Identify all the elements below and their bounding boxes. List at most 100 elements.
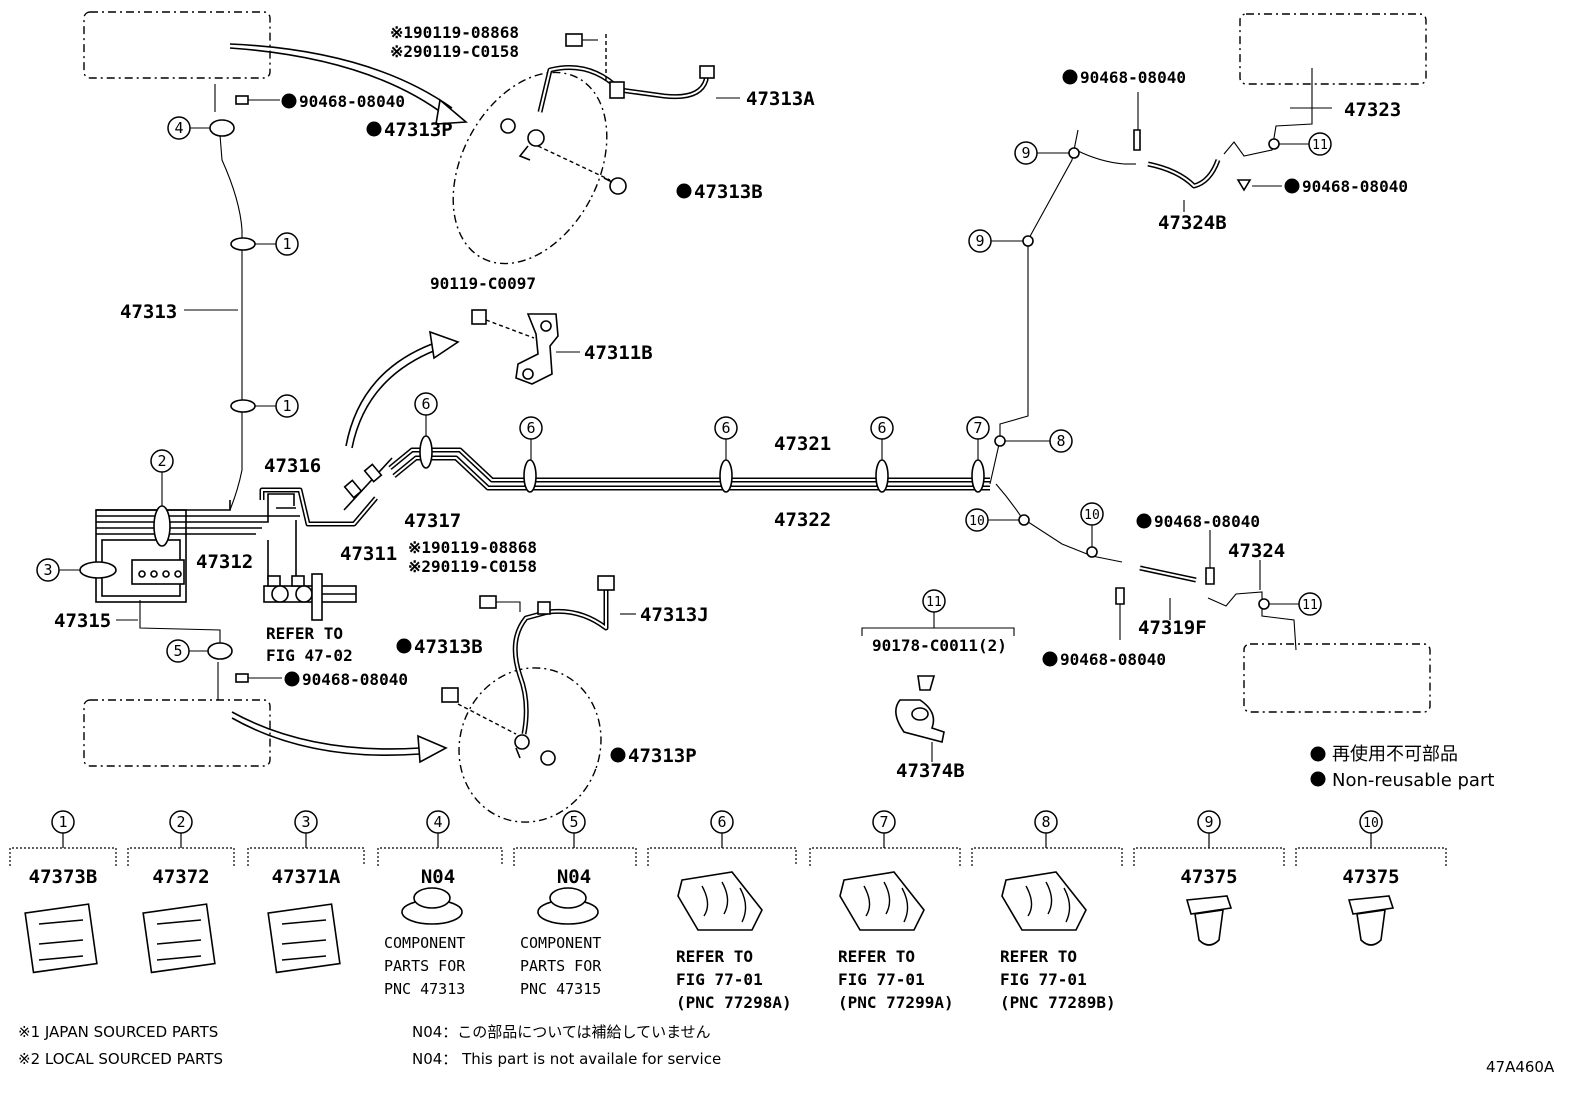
callout-6: 6 — [714, 416, 738, 440]
svg-text:6: 6 — [421, 395, 430, 413]
footnotes: ※1 JAPAN SOURCED PARTS ※2 LOCAL SOURCED … — [18, 1023, 1555, 1076]
label-47316: 47316 — [264, 455, 321, 477]
bracket-90178 — [861, 612, 1015, 636]
label-90178: 90178-C0011(2) — [872, 636, 1007, 655]
figure-code: 47A460A — [1486, 1058, 1555, 1076]
label-fig-47-02: FIG 47-02 — [266, 646, 353, 665]
label-47321: 47321 — [774, 433, 831, 455]
callout-9: 9 — [968, 229, 992, 253]
arrow-middle — [345, 330, 460, 449]
frame-right-upper — [1239, 13, 1427, 85]
svg-text:FIG 77-01: FIG 77-01 — [676, 970, 763, 989]
svg-text:N04: N04 — [421, 866, 455, 888]
svg-text:6: 6 — [721, 419, 730, 437]
label-47312: 47312 — [196, 551, 253, 573]
arrow-top — [229, 43, 469, 125]
legend: 再使用不可部品 Non-reusable part — [1310, 744, 1494, 791]
footnote-japan: ※1 JAPAN SOURCED PARTS — [18, 1023, 218, 1041]
svg-text:3: 3 — [301, 813, 310, 831]
svg-text:REFER TO: REFER TO — [838, 947, 915, 966]
svg-text:6: 6 — [717, 813, 726, 831]
svg-text:8: 8 — [1056, 432, 1065, 450]
master-cylinder — [263, 573, 357, 621]
callout-2: 2 — [150, 449, 174, 473]
svg-text:7: 7 — [973, 419, 982, 437]
label-47313A: 47313A — [746, 88, 815, 110]
svg-text:7: 7 — [879, 813, 888, 831]
callout-6: 6 — [414, 392, 438, 416]
svg-text:10: 10 — [1363, 816, 1379, 831]
svg-text:N04: N04 — [557, 866, 591, 888]
label-90468-right-mid: 90468-08040 — [1302, 177, 1408, 196]
svg-text:8: 8 — [1041, 813, 1050, 831]
label-47311: 47311 — [340, 543, 397, 565]
callout-7: 7 — [966, 416, 990, 440]
label-47313P-bottom: 47313P — [628, 745, 697, 767]
callout-1: 1 — [275, 394, 299, 418]
svg-text:6: 6 — [877, 419, 886, 437]
connector-47317 — [343, 457, 393, 511]
callout-3: 3 — [36, 558, 60, 582]
callout-10: 10 — [1080, 502, 1104, 526]
label-90468-left-bottom: 90468-08040 — [302, 670, 408, 689]
bottom-part-9: 9 47375 — [1133, 810, 1285, 946]
svg-text:47375: 47375 — [1342, 866, 1399, 888]
label-90468-right-top: 90468-08040 — [1080, 68, 1186, 87]
callout-11: 11 — [1298, 592, 1322, 616]
callout-11: 11 — [1308, 132, 1332, 156]
bottom-part-10: 10 47375 — [1295, 810, 1447, 946]
svg-text:1: 1 — [282, 397, 291, 415]
svg-text:4: 4 — [174, 119, 183, 137]
svg-text:COMPONENT: COMPONENT — [520, 934, 601, 952]
legend-jp: 再使用不可部品 — [1332, 744, 1458, 765]
label-90119-c0097: 90119-C0097 — [430, 274, 536, 293]
clip-47374B — [895, 675, 945, 762]
fasteners-right — [116, 92, 1332, 683]
callout-11: 11 — [922, 589, 946, 613]
footnote-n04-jp: N04：この部品については補給していません — [412, 1023, 711, 1041]
legend-en: Non-reusable part — [1332, 770, 1494, 791]
svg-text:9: 9 — [1021, 144, 1030, 162]
svg-text:REFER TO: REFER TO — [676, 947, 753, 966]
svg-text:(PNC 77298A): (PNC 77298A) — [676, 993, 792, 1012]
svg-text:1: 1 — [282, 235, 291, 253]
detail-hose-47313A — [500, 33, 740, 195]
label-90119-08868-top: ※190119-08868 — [390, 23, 519, 42]
svg-text:9: 9 — [1204, 813, 1213, 831]
label-47313B-bottom: 47313B — [414, 636, 483, 658]
hose-47324B — [1147, 159, 1221, 189]
frame-front-left — [83, 11, 271, 79]
footnote-local: ※2 LOCAL SOURCED PARTS — [18, 1050, 223, 1068]
detail-circle-bottom — [458, 667, 602, 823]
label-90468-right-lower: 90468-08040 — [1154, 512, 1260, 531]
svg-text:(PNC 77299A): (PNC 77299A) — [838, 993, 954, 1012]
svg-text:47373B: 47373B — [29, 866, 98, 888]
callout-6: 6 — [519, 416, 543, 440]
svg-text:PARTS FOR: PARTS FOR — [520, 957, 602, 975]
svg-text:FIG 77-01: FIG 77-01 — [838, 970, 925, 989]
svg-text:REFER TO: REFER TO — [1000, 947, 1077, 966]
svg-text:47375: 47375 — [1180, 866, 1237, 888]
callout-8: 8 — [1049, 429, 1073, 453]
svg-text:10: 10 — [1084, 508, 1100, 523]
pipe-right-lower — [995, 483, 1123, 563]
svg-text:PNC 47313: PNC 47313 — [384, 980, 465, 998]
label-47324B: 47324B — [1158, 212, 1227, 234]
label-47313P-top: 47313P — [384, 119, 453, 141]
svg-text:10: 10 — [969, 514, 985, 529]
callout-1: 1 — [275, 232, 299, 256]
label-90468-left-top: 90468-08040 — [299, 92, 405, 111]
svg-text:1: 1 — [58, 813, 67, 831]
label-47317: 47317 — [404, 510, 461, 532]
label-47313J: 47313J — [640, 604, 709, 626]
part-labels: ※190119-08868 ※290119-C0158 47313A 47313… — [54, 23, 1408, 782]
arrow-bottom — [231, 711, 448, 764]
svg-text:47372: 47372 — [152, 866, 209, 888]
